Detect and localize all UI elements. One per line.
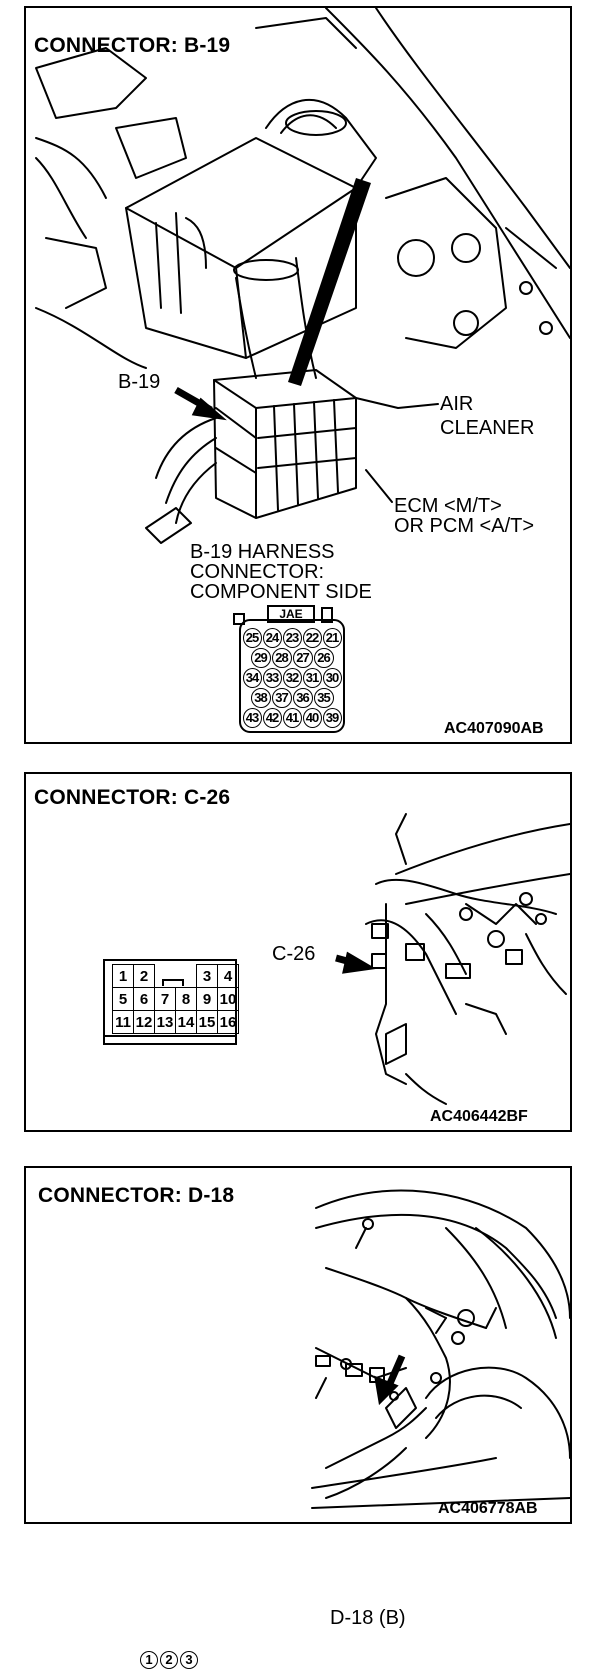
b19-pin: 43 (242, 708, 262, 728)
b19-pin: 30 (322, 668, 342, 688)
air-cleaner-label-line2: CLEANER (440, 417, 535, 439)
b19-pin: 28 (271, 648, 292, 668)
b19-pin: 39 (322, 708, 342, 728)
c26-pin: 4 (217, 964, 239, 988)
b19-pin: 42 (262, 708, 282, 728)
b19-pin: 22 (302, 628, 322, 648)
b19-pin: 31 (302, 668, 322, 688)
c26-pin (176, 965, 197, 988)
figure-code: AC407090AB (444, 720, 544, 737)
panel-d18: CONNECTOR: D-18 (24, 1166, 572, 1669)
b19-pin: 24 (262, 628, 282, 648)
b19-pin: 41 (282, 708, 302, 728)
c26-pin: 3 (196, 964, 218, 988)
c26-pin: 15 (196, 1010, 218, 1034)
ecm-label-line1: ECM <M/T> (394, 495, 502, 517)
b19-arrow (174, 386, 227, 421)
c26-pin: 16 (217, 1010, 239, 1034)
c26-pin: 2 (133, 964, 155, 988)
b19-pin: 26 (313, 648, 334, 668)
b19-callout: B-19 (118, 371, 161, 393)
panel-c26: CONNECTOR: C-26 (24, 772, 572, 1132)
harness-label-line3: COMPONENT SIDE (190, 581, 372, 603)
c26-pin (155, 965, 176, 988)
c26-pin: 14 (175, 1010, 197, 1034)
b19-pin: 40 (302, 708, 322, 728)
b19-pin: 33 (262, 668, 282, 688)
b19-pin: 27 (292, 648, 313, 668)
d18-pin: 3 (180, 1651, 198, 1669)
harness-label-line2: CONNECTOR: (190, 561, 325, 583)
b19-pin: 25 (242, 628, 262, 648)
c26-pin: 9 (196, 987, 218, 1011)
b19-pin: 32 (282, 668, 302, 688)
b19-pin: 34 (242, 668, 262, 688)
b19-pin: 36 (292, 688, 313, 708)
b19-pin: 21 (322, 628, 342, 648)
c26-pin: 8 (175, 987, 197, 1011)
d18-pin: 2 (160, 1651, 178, 1669)
harness-label-line1: B-19 HARNESS (190, 541, 335, 563)
d18-callout: D-18 (B) (330, 1607, 406, 1629)
engine-bay-illustration (35, 8, 570, 733)
panel-title: CONNECTOR: C-26 (34, 786, 231, 809)
b19-pin: 38 (250, 688, 271, 708)
rear-body-illustration (311, 1189, 570, 1509)
c26-arrow (335, 951, 377, 974)
d18-pin: 1 (140, 1651, 158, 1669)
figure-code: AC406442BF (430, 1108, 528, 1125)
air-cleaner-label-line1: AIR (440, 393, 474, 415)
c26-pin: 10 (217, 987, 239, 1011)
c26-callout: C-26 (272, 943, 316, 965)
c26-pin: 13 (154, 1010, 176, 1034)
d18-arrow (374, 1354, 406, 1406)
c26-pin: 1 (112, 964, 134, 988)
ecm-label-line2: OR PCM <A/T> (394, 515, 535, 537)
c26-pin: 6 (133, 987, 155, 1011)
b19-pin-diagram (233, 605, 345, 733)
connector-tag: JAE (279, 607, 303, 621)
c26-pin: 7 (154, 987, 176, 1011)
figure-code: AC406778AB (438, 1500, 538, 1517)
b19-pin: 23 (282, 628, 302, 648)
dashboard-harness-illustration (103, 813, 570, 1105)
b19-pin: 35 (313, 688, 334, 708)
panel-b19: CONNECTOR: B-19 (24, 6, 572, 744)
c26-pin: 11 (112, 1010, 134, 1034)
c26-pin: 12 (133, 1010, 155, 1034)
b19-pin: 29 (250, 648, 271, 668)
b19-pin: 37 (271, 688, 292, 708)
panel-title: CONNECTOR: B-19 (34, 34, 231, 57)
panel-title: CONNECTOR: D-18 (38, 1184, 235, 1207)
c26-pin: 5 (112, 987, 134, 1011)
